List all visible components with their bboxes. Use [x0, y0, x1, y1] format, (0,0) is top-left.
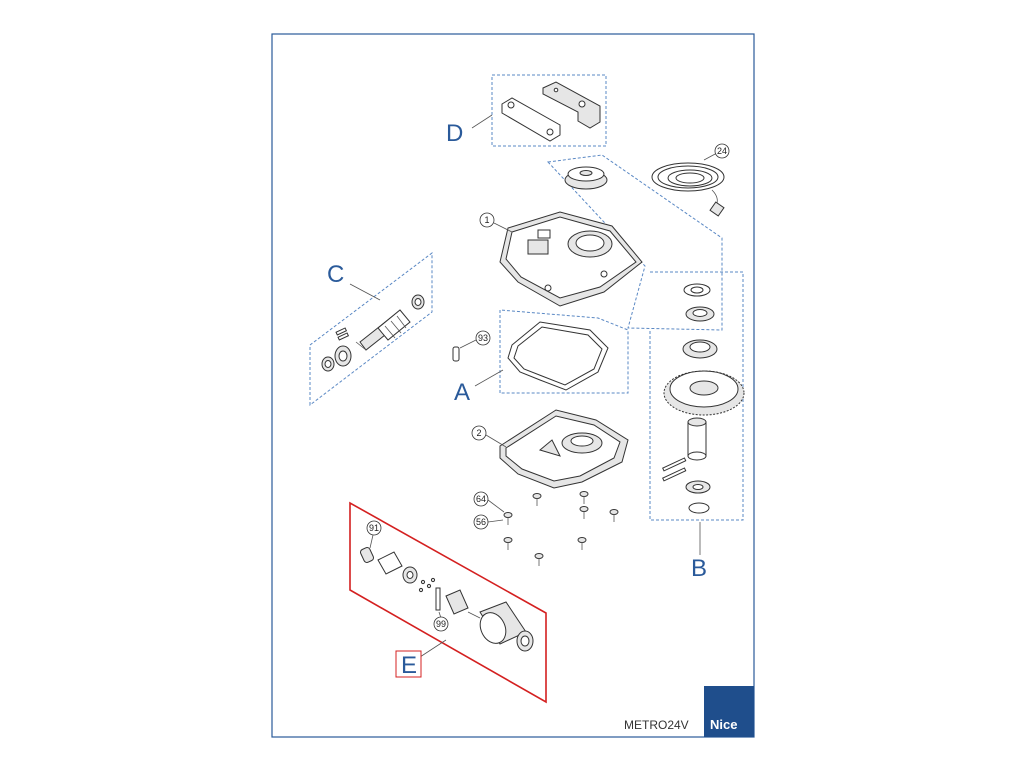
group-c-outline [309, 251, 433, 407]
svg-text:64: 64 [476, 494, 486, 504]
callout-1: 1 [479, 212, 495, 228]
svg-text:56: 56 [476, 517, 486, 527]
angle-bracket [542, 81, 601, 129]
screw-set: 64 56 [473, 491, 619, 566]
brand-logo-box [704, 686, 754, 737]
svg-text:24: 24 [717, 146, 727, 156]
group-a: A [454, 309, 629, 406]
upper-housing: 1 [479, 211, 643, 307]
callout-93: 93 [475, 330, 491, 346]
group-e: 91 99 E [349, 501, 547, 704]
group-label-e-box [395, 650, 422, 678]
svg-text:91: 91 [369, 523, 379, 533]
group-d-outline [491, 74, 607, 147]
group-label-c: C [327, 261, 344, 288]
callout-64: 64 [473, 491, 489, 507]
flat-plate [501, 97, 561, 142]
callout-99: 99 [433, 616, 449, 632]
callout-24: 24 [714, 143, 730, 159]
callout-91: 91 [366, 520, 382, 536]
group-b-outline [649, 271, 744, 521]
group-label-b: B [691, 555, 707, 582]
svg-text:93: 93 [478, 333, 488, 343]
group-label-e: E [401, 652, 417, 679]
callout-56: 56 [473, 514, 489, 530]
model-label: METRO24V [624, 718, 689, 732]
brand-logo: Nice [710, 717, 737, 732]
group-e-outline [349, 501, 547, 704]
part-93-pin: 93 [452, 330, 491, 362]
callout-2: 2 [471, 425, 487, 441]
group-label-d: D [446, 120, 463, 147]
group-c: C [309, 251, 433, 407]
top-cap [564, 166, 608, 190]
svg-text:99: 99 [436, 619, 446, 629]
svg-text:2: 2 [476, 428, 481, 438]
cable-plug [709, 201, 725, 217]
lower-housing: 2 [471, 409, 629, 489]
upper-group-outline [546, 154, 723, 331]
group-a-outline [499, 309, 629, 394]
group-label-a: A [454, 379, 470, 406]
svg-text:1: 1 [484, 215, 489, 225]
cable-assembly: 24 [651, 143, 730, 217]
group-d: D [446, 74, 607, 147]
group-b: B [649, 271, 745, 582]
